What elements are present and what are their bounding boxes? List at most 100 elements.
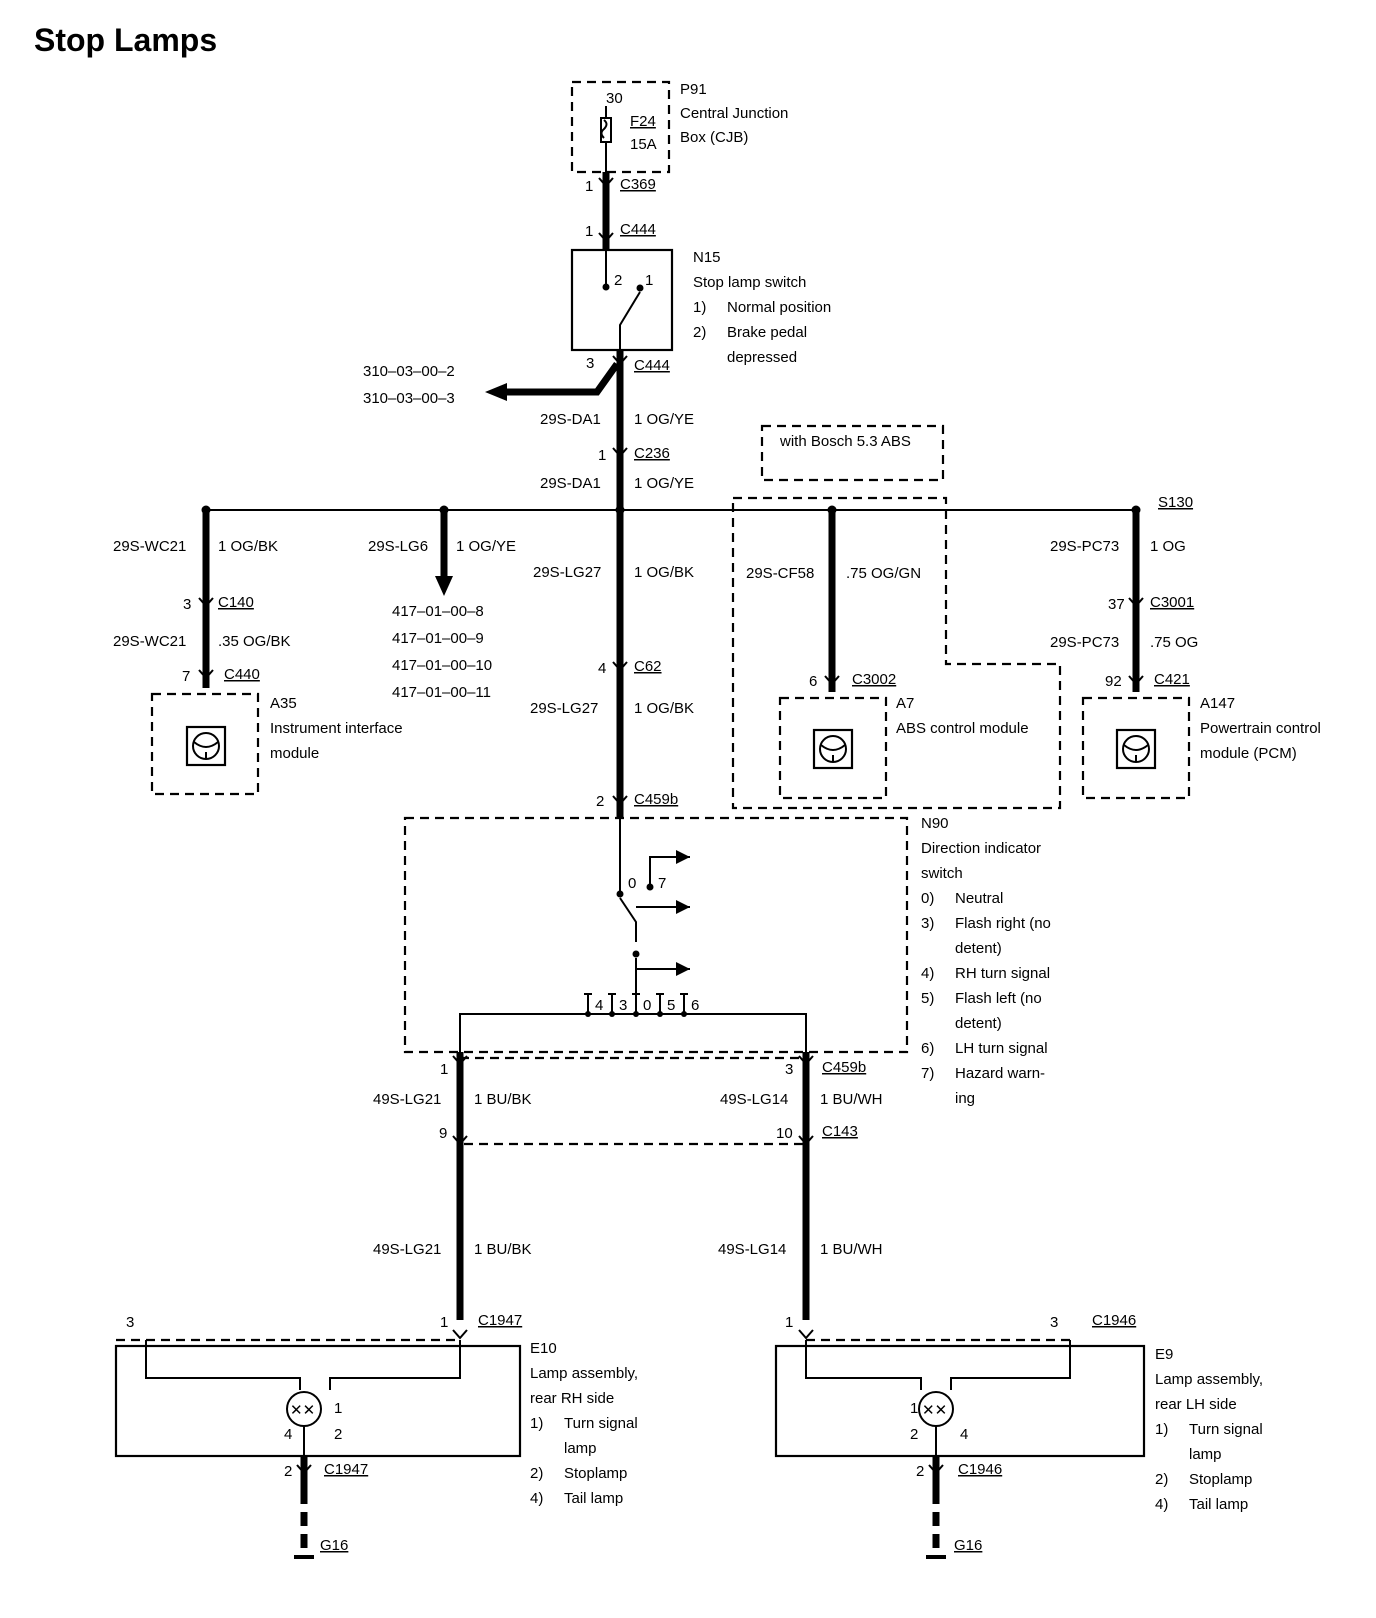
branch-lg27: 29S-LG27 1 OG/BK 4 C62 29S-LG27 1 OG/BK …: [530, 510, 694, 818]
page-title: Stop Lamps: [34, 22, 218, 58]
wire-lg14-code: 49S-LG14: [720, 1091, 788, 1108]
n90-item-5-cont: detent): [955, 1015, 1002, 1032]
c440-pin: 7: [182, 668, 190, 685]
wire-cf58-code: 29S-CF58: [746, 565, 814, 582]
c459b-top-pin: 2: [596, 793, 604, 810]
wire-pc73-code: 29S-PC73: [1050, 538, 1119, 555]
wire-lg21b-code: 49S-LG21: [373, 1241, 441, 1258]
c3001-label: C3001: [1150, 594, 1194, 611]
e9-id: E9: [1155, 1346, 1173, 1363]
e10-item1-num: 1): [530, 1415, 543, 1432]
wire-wc21-code: 29S-WC21: [113, 538, 186, 555]
e9-item4-num: 4): [1155, 1496, 1168, 1513]
wire-lg14b-spec: 1 BU/WH: [820, 1241, 883, 1258]
g16-right-label: G16: [954, 1537, 982, 1554]
direction-indicator-switch-n90: 0 7 4 3 0 5 6 N90 Direction indicator sw…: [403, 815, 1051, 1107]
n90-pin-5: 5: [667, 997, 675, 1014]
e10-name-line2: rear RH side: [530, 1390, 614, 1407]
c1946-pin-2: 2: [916, 1463, 924, 1480]
ref-417-01-00-9: 417–01–00–9: [392, 630, 484, 647]
n90-item-5-text: Flash left (no: [955, 990, 1042, 1007]
c459b-bottom-label: C459b: [822, 1059, 866, 1076]
n90-pin-3: 3: [619, 997, 627, 1014]
branch-a35: 29S-WC21 1 OG/BK 3 C140 29S-WC21 .35 OG/…: [113, 510, 403, 796]
wire-wc21b-spec: .35 OG/BK: [218, 633, 291, 650]
e9-item1-cont: lamp: [1189, 1446, 1222, 1463]
c62-label: C62: [634, 658, 662, 675]
c440-label: C440: [224, 666, 260, 683]
cjb-p91: 30 F24 15A P91 Central Junction Box (CJB…: [570, 80, 788, 174]
n90-pin-4: 4: [595, 997, 603, 1014]
e10-item1-cont: lamp: [564, 1440, 597, 1457]
wire-lg21-spec: 1 BU/BK: [474, 1091, 532, 1108]
n90-item-5-num: 5): [921, 990, 934, 1007]
c143-label: C143: [822, 1123, 858, 1140]
wire-lg14b-code: 49S-LG14: [718, 1241, 786, 1258]
cjb-id: P91: [680, 81, 707, 98]
n90-item-4-text: RH turn signal: [955, 965, 1050, 982]
n15-pin1: 1: [645, 272, 653, 289]
n15-n1: 1): [693, 299, 706, 316]
e9-item1-text: Turn signal: [1189, 1421, 1263, 1438]
e10-item2-text: Stoplamp: [564, 1465, 627, 1482]
e9-bulb-pin-2: 2: [910, 1426, 918, 1443]
ref-417-01-00-11: 417–01–00–11: [392, 684, 491, 701]
c1947-ground-label: C1947: [324, 1461, 368, 1478]
e9-name-line1: Lamp assembly,: [1155, 1371, 1263, 1388]
ref-310-03-00-2: 310–03–00–2: [363, 363, 455, 380]
wire-29s-da1-code: 29S-DA1: [540, 411, 601, 428]
wire-pc73-spec: 1 OG: [1150, 538, 1186, 555]
a147-name-line1: Powertrain control: [1200, 720, 1321, 737]
a147-name-line2: module (PCM): [1200, 745, 1297, 762]
a147-id: A147: [1200, 695, 1235, 712]
n90-item-0-text: Neutral: [955, 890, 1003, 907]
n90-name-line1: Direction indicator: [921, 840, 1041, 857]
c62-pin: 4: [598, 660, 606, 677]
n90-pos-0: 0: [628, 875, 636, 892]
e10-name-line1: Lamp assembly,: [530, 1365, 638, 1382]
c1946-pin-3: 3: [1050, 1314, 1058, 1331]
n90-pin-0: 0: [643, 997, 651, 1014]
cjb-pin-30: 30: [606, 90, 623, 107]
wire-lg27-spec: 1 OG/BK: [634, 564, 694, 581]
wire-lg6-spec: 1 OG/YE: [456, 538, 516, 555]
c1946-label: C1946: [1092, 1312, 1136, 1329]
c421-label: C421: [1154, 671, 1190, 688]
c444-top-pin: 1: [585, 223, 593, 240]
c369-pin: 1: [585, 178, 593, 195]
ground-g16-left: 2 C1947 G16: [284, 1456, 368, 1559]
c3002-pin: 6: [809, 673, 817, 690]
connector-c459b-c143: 1 3 C459b 49S-LG21 1 BU/BK 49S-LG14 1 BU…: [373, 1052, 883, 1320]
e9-item4-text: Tail lamp: [1189, 1496, 1248, 1513]
wire-29s-da1b-spec: 1 OG/YE: [634, 475, 694, 492]
lamp-e9-rear-lh: ✕✕ 1 3 C1946 1 2 4 E9 Lamp assembly, rea…: [774, 1312, 1263, 1513]
n90-item-7-num: 7): [921, 1065, 934, 1082]
a35-name-line1: Instrument interface: [270, 720, 403, 737]
bosch-abs-note: with Bosch 5.3 ABS: [760, 424, 945, 482]
a35-name-line2: module: [270, 745, 319, 762]
c3001-pin: 37: [1108, 596, 1125, 613]
e10-item1-text: Turn signal: [564, 1415, 638, 1432]
wire-wc21-spec: 1 OG/BK: [218, 538, 278, 555]
cjb-name-line1: Central Junction: [680, 105, 788, 122]
c1947-pin-3: 3: [126, 1314, 134, 1331]
wire-pc73b-spec: .75 OG: [1150, 634, 1198, 651]
splice-s130-bus: S130: [201, 494, 1193, 515]
e10-item2-num: 2): [530, 1465, 543, 1482]
e10-bulb-pin-4: 4: [284, 1426, 292, 1443]
n90-id: N90: [921, 815, 949, 832]
wire-lg21b-spec: 1 BU/BK: [474, 1241, 532, 1258]
branch-a147-pcm: 29S-PC73 1 OG 37 C3001 29S-PC73 .75 OG 9…: [1050, 510, 1321, 800]
c1946-ground-label: C1946: [958, 1461, 1002, 1478]
n90-pin-6: 6: [691, 997, 699, 1014]
n90-item-7-text: Hazard warn-: [955, 1065, 1045, 1082]
wire-cf58-spec: .75 OG/GN: [846, 565, 921, 582]
wire-lg27b-spec: 1 OG/BK: [634, 700, 694, 717]
n90-item-6-num: 6): [921, 1040, 934, 1057]
bosch-label: with Bosch 5.3 ABS: [779, 433, 911, 450]
n15-pin2: 2: [614, 272, 622, 289]
a35-id: A35: [270, 695, 297, 712]
c236-label: C236: [634, 445, 670, 462]
wire-lg14-spec: 1 BU/WH: [820, 1091, 883, 1108]
